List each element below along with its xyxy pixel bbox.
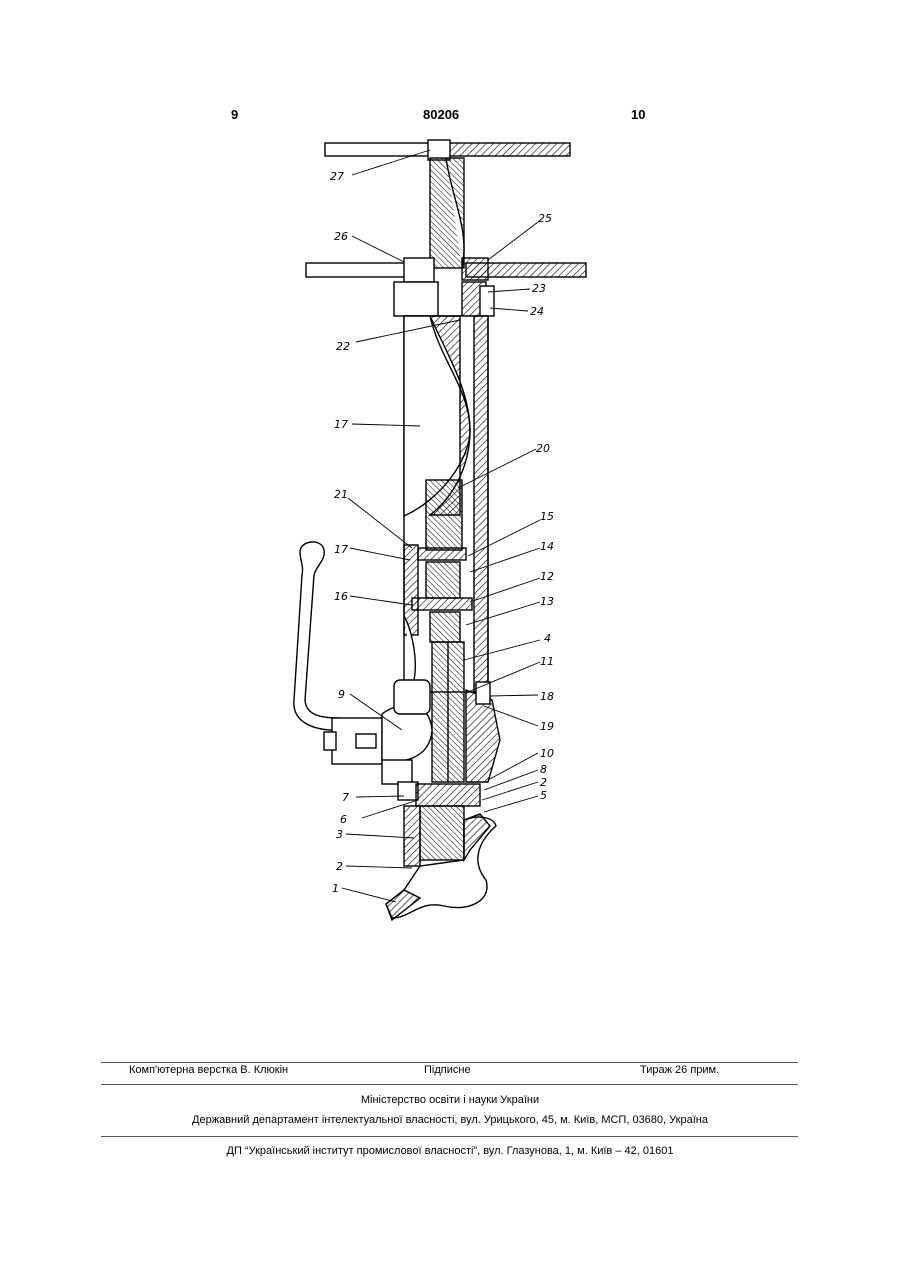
callout-7: 7 [342,791,349,804]
footer-circulation: Тираж 26 прим. [640,1064,719,1076]
cross-bar [306,263,406,277]
callout-1: 1 [332,882,339,895]
callout-15: 15 [540,510,554,523]
callout-13: 13 [540,595,554,608]
callout-19: 19 [540,720,554,733]
callout-2-right: 2 [540,776,547,789]
callout-17-lower: 17 [334,543,348,556]
footer-subscription: Підписне [424,1064,471,1076]
callout-18: 18 [540,690,554,703]
footer-rule-top [101,1062,798,1063]
callout-9: 9 [338,688,345,701]
callout-16: 16 [334,590,348,603]
footer-ministry: Міністерство освіти і науки України [0,1094,900,1106]
callout-24: 24 [530,305,544,318]
footer-department: Державний департамент інтелектуальної вл… [0,1114,900,1126]
callout-8: 8 [540,763,547,776]
callout-12: 12 [540,570,554,583]
footer-rule-bottom [101,1136,798,1137]
callout-14: 14 [540,540,554,553]
lever-handle [294,542,344,730]
footer-layout: Комп'ютерна верстка В. Клюкін [129,1064,288,1076]
callout-2-left: 2 [336,860,343,873]
callout-6: 6 [340,813,347,826]
callout-26: 26 [334,230,348,243]
callout-10: 10 [540,747,554,760]
callout-17-upper: 17 [334,418,348,431]
callout-22: 22 [336,340,350,353]
callout-4: 4 [544,632,551,645]
footer-institute: ДП “Український інститут промислової вла… [0,1145,900,1157]
top-handle [325,143,445,156]
callout-11: 11 [540,655,554,668]
callout-25: 25 [538,212,552,225]
callout-3: 3 [336,828,343,841]
callout-23: 23 [532,282,546,295]
footer-rule-middle [101,1084,798,1085]
callout-21: 21 [334,488,348,501]
seal-plug [420,806,464,860]
callout-5: 5 [540,789,547,802]
callout-27: 27 [330,170,344,183]
callout-20: 20 [536,442,550,455]
